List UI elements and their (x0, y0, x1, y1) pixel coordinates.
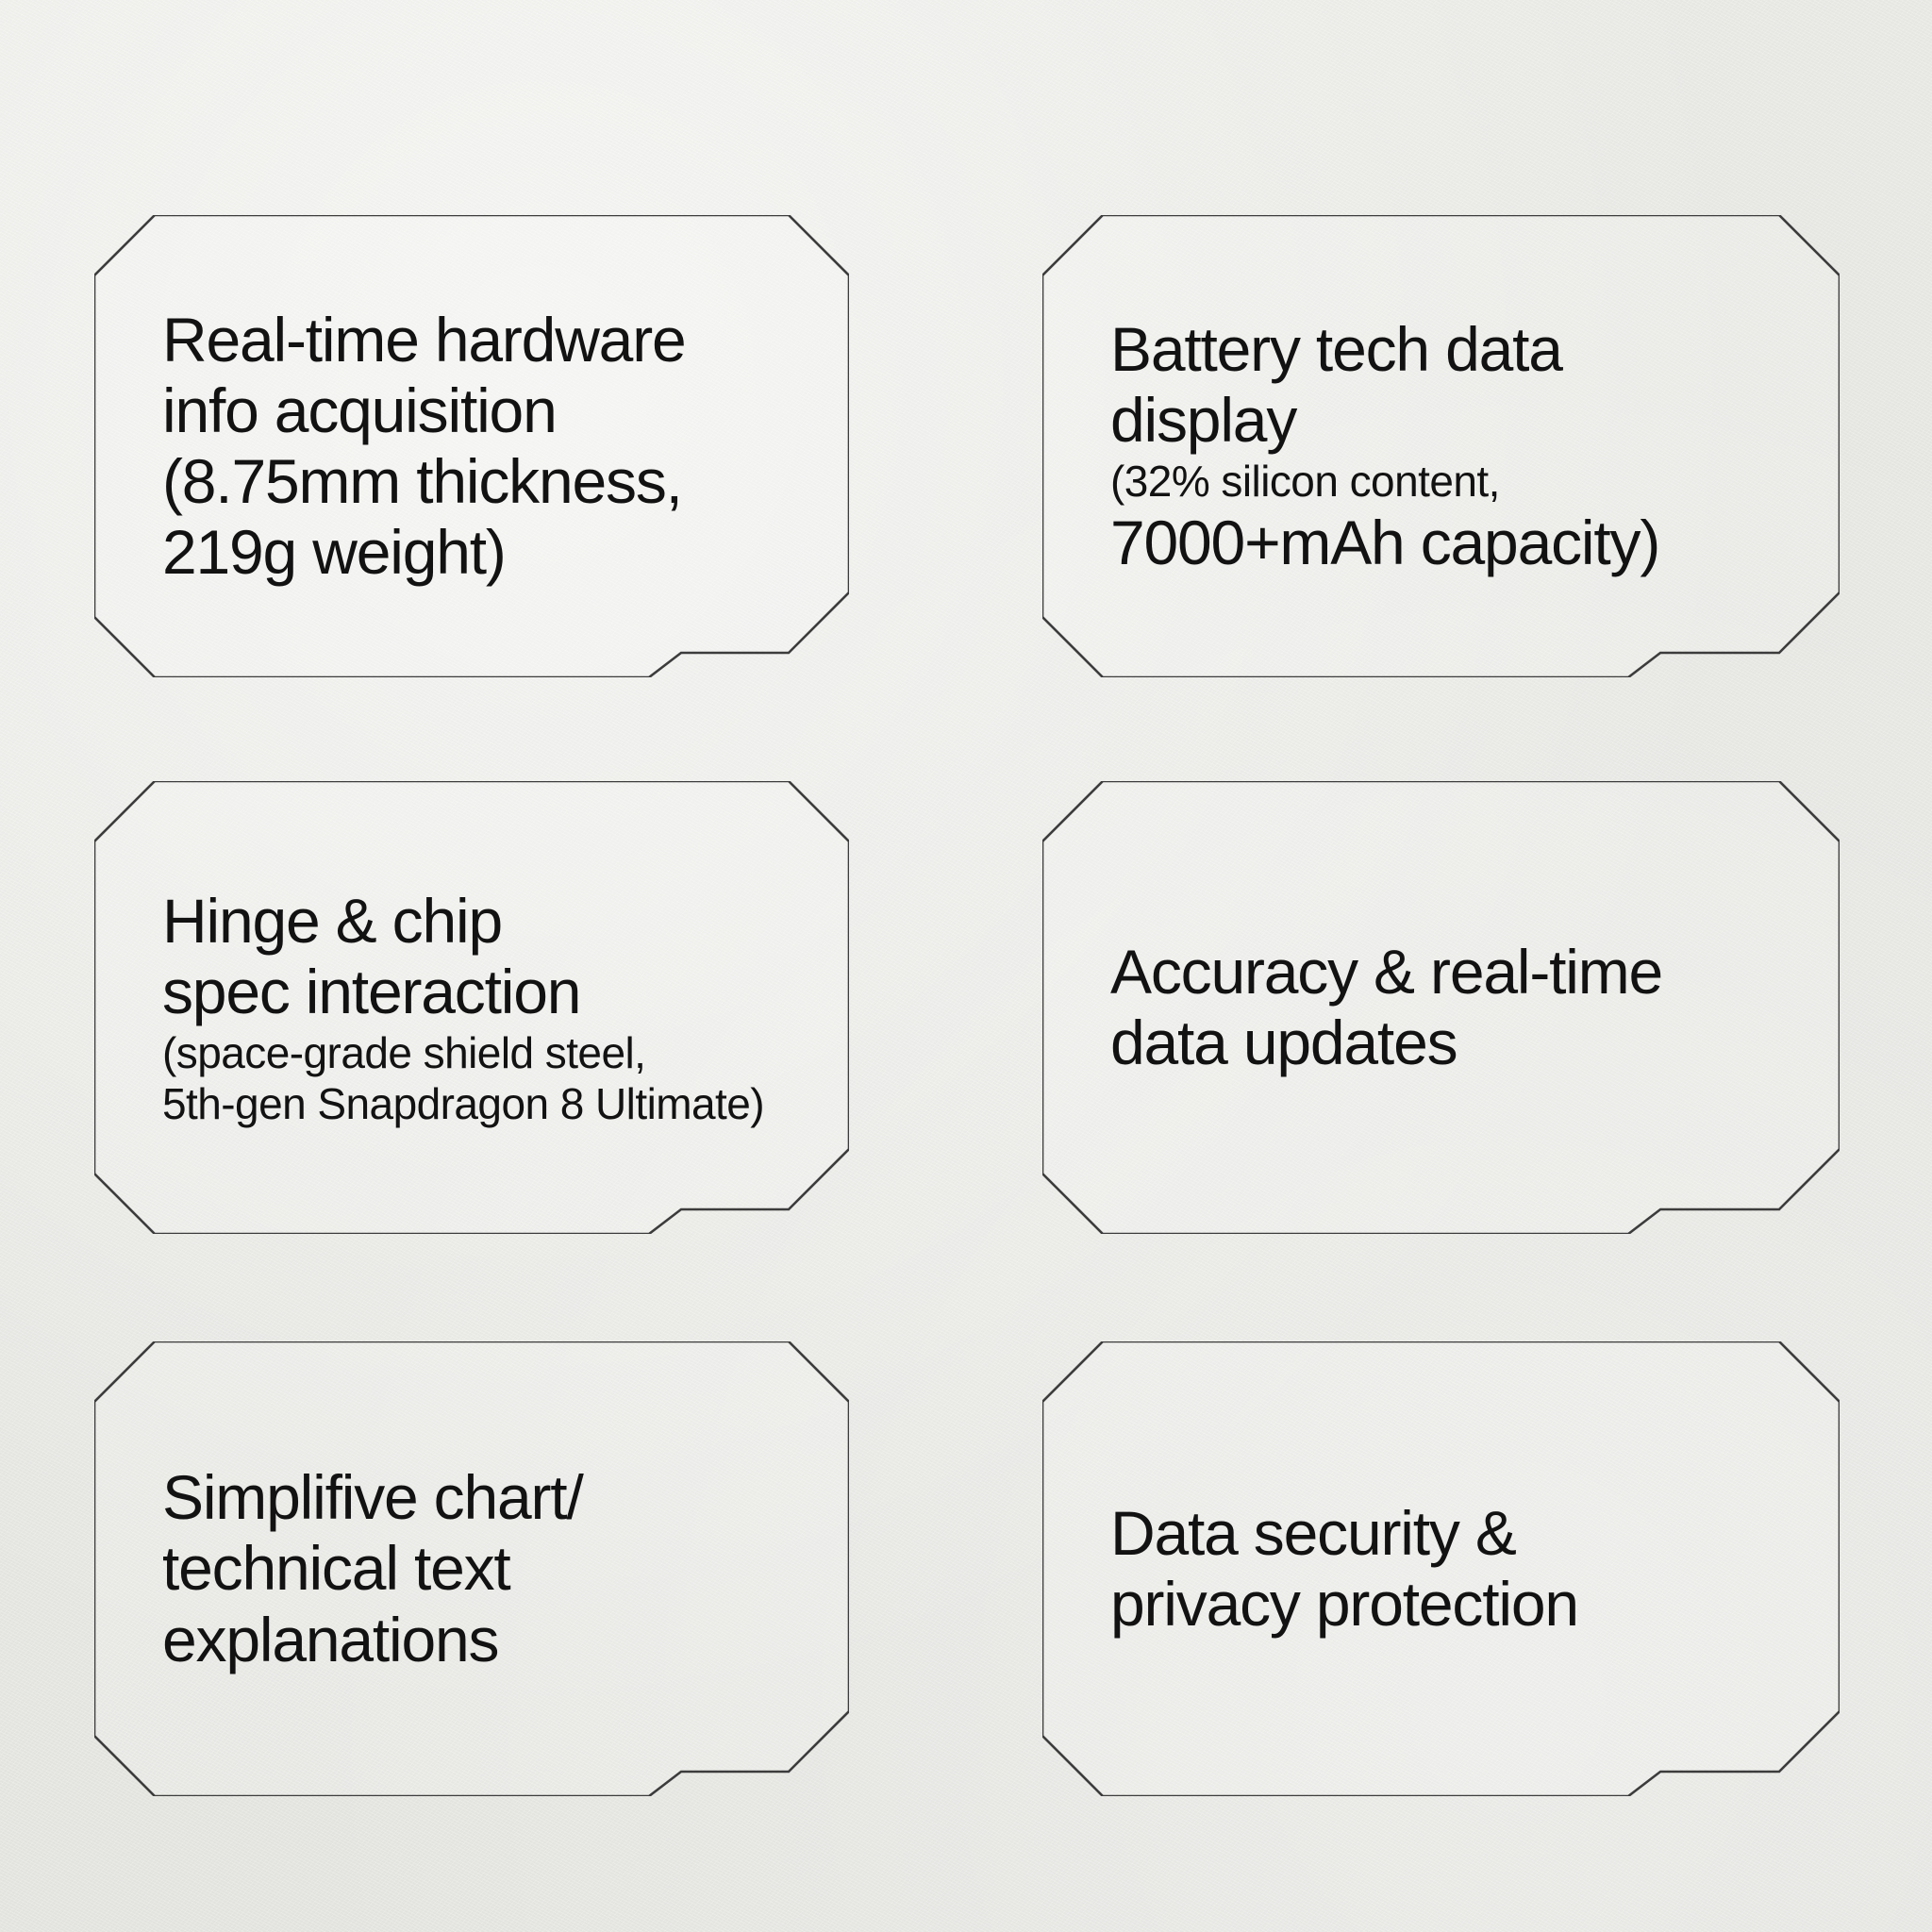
card-text-line: (32% silicon content, (1110, 457, 1500, 507)
card-outline-shape (1042, 1341, 1840, 1796)
card-text-line: (space-grade shield steel, (162, 1027, 646, 1077)
card-text-line: technical text (162, 1533, 511, 1604)
card-text-line: Simplifive chart/ (162, 1462, 584, 1533)
card-text-line: 219g weight) (162, 517, 507, 588)
card-text-line: 7000+mAh capacity) (1110, 507, 1660, 577)
card-outline-polygon (94, 781, 849, 1234)
card-outline-polygon (1042, 1341, 1840, 1796)
card-text-line: Battery tech data (1110, 314, 1563, 385)
card-text-line: spec interaction (162, 956, 581, 1026)
card-outline-shape (94, 215, 849, 677)
card-outline-shape (1042, 781, 1840, 1234)
feature-card-data-security-and-privacy-protection[interactable]: Data security &privacy protection (1042, 1341, 1840, 1796)
card-text-block: Data security &privacy protection (1042, 1341, 1840, 1796)
card-text-line: Data security & (1110, 1497, 1517, 1568)
card-outline-polygon (1042, 215, 1840, 677)
card-text-line: Accuracy & real-time (1110, 936, 1663, 1007)
card-text-line: display (1110, 385, 1297, 456)
card-outline-shape (1042, 215, 1840, 677)
card-outline-polygon (94, 215, 849, 677)
card-outline-shape (94, 1341, 849, 1796)
card-text-line: Hinge & chip (162, 885, 503, 956)
card-text-line: (8.75mm thickness, (162, 446, 683, 516)
card-outline-shape (94, 781, 849, 1234)
card-text-line: info acquisition (162, 375, 558, 445)
card-text-line: privacy protection (1110, 1569, 1579, 1639)
card-outline-polygon (94, 1341, 849, 1796)
card-text-line: Real-time hardware (162, 304, 687, 375)
card-text-line: data updates (1110, 1008, 1458, 1077)
card-text-line: 5th-gen Snapdragon 8 Ultimate) (162, 1079, 765, 1129)
card-outline-polygon (1042, 781, 1840, 1234)
card-text-line: explanations (162, 1604, 500, 1674)
